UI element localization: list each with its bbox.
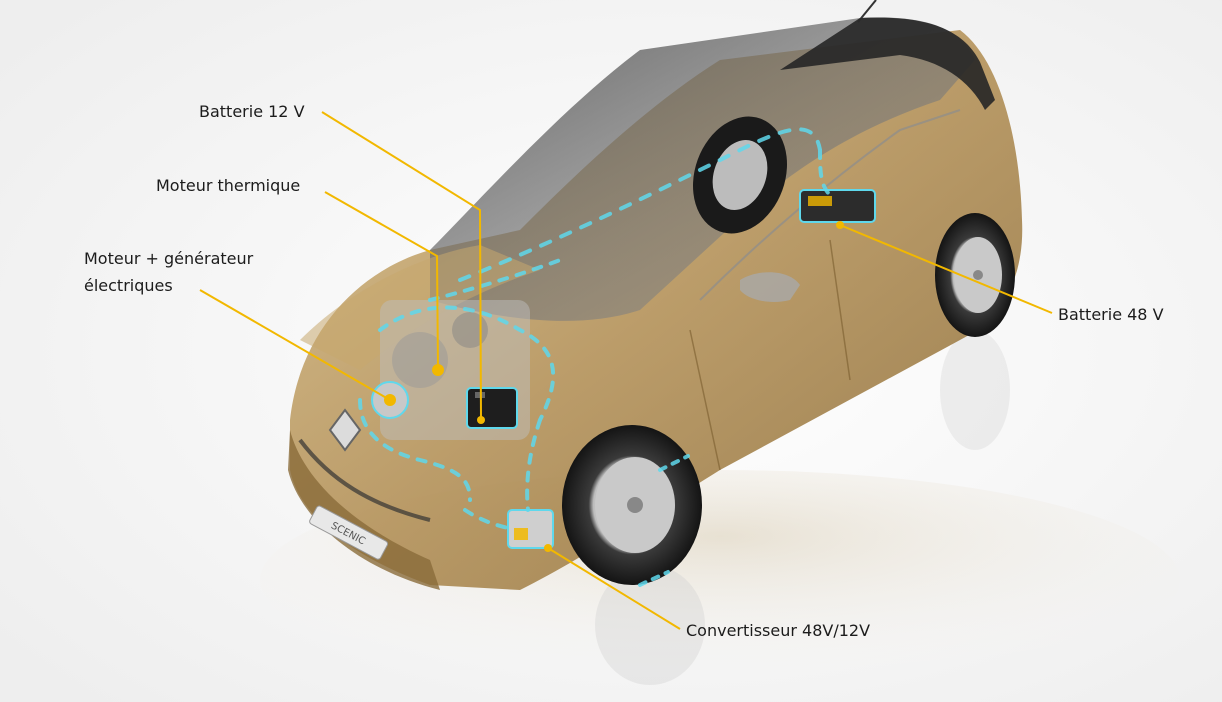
label-battery-12v: Batterie 12 V: [199, 98, 305, 125]
energy-flow-arrows: [358, 127, 832, 587]
door-line: [689, 329, 721, 471]
label-thermal-engine-text: Moteur thermique: [156, 176, 301, 195]
grille: [298, 438, 431, 522]
label-motor-generator-line2: électriques: [84, 276, 173, 295]
label-motor-generator: Moteur + générateur électriques: [84, 245, 253, 299]
front-wheel: [562, 425, 702, 585]
side-mirror: [740, 272, 800, 302]
label-battery-48v: Batterie 48 V: [1058, 301, 1164, 328]
label-battery-48v-text: Batterie 48 V: [1058, 305, 1164, 324]
battery-48v-component: [799, 189, 876, 229]
leader-battery-12v: [321, 111, 482, 421]
label-thermal-engine: Moteur thermique: [156, 172, 300, 199]
leader-motor-generator: [199, 289, 391, 401]
renault-logo-icon: [328, 408, 362, 452]
rear-wheel: [935, 213, 1015, 337]
leader-battery-48v: [839, 224, 1053, 314]
rear-spare-wheel: [692, 116, 788, 234]
front-bumper: [288, 430, 440, 590]
leader-lines: [199, 111, 1053, 630]
label-converter: Convertisseur 48V/12V: [686, 617, 870, 644]
label-motor-generator-line1: Moteur + générateur: [84, 249, 254, 268]
wheel-reflection-rear: [940, 330, 1010, 450]
car-body: [290, 30, 1023, 590]
roof-dark-edge: [780, 17, 995, 111]
leader-thermal-engine: [324, 191, 439, 371]
leader-converter: [547, 547, 681, 630]
label-converter-text: Convertisseur 48V/12V: [686, 621, 871, 640]
battery-12v-component: [466, 387, 518, 429]
label-battery-12v-text: Batterie 12 V: [199, 102, 305, 121]
wheel-reflection-front: [595, 565, 705, 685]
converter-component: [507, 509, 554, 552]
door-line-rear: [829, 239, 851, 381]
